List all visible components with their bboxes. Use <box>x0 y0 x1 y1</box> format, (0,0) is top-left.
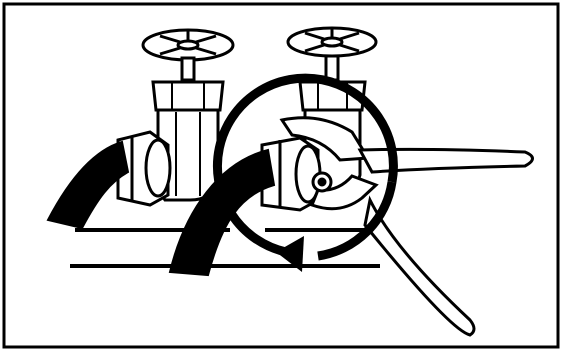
left-valve-nut <box>153 82 223 110</box>
